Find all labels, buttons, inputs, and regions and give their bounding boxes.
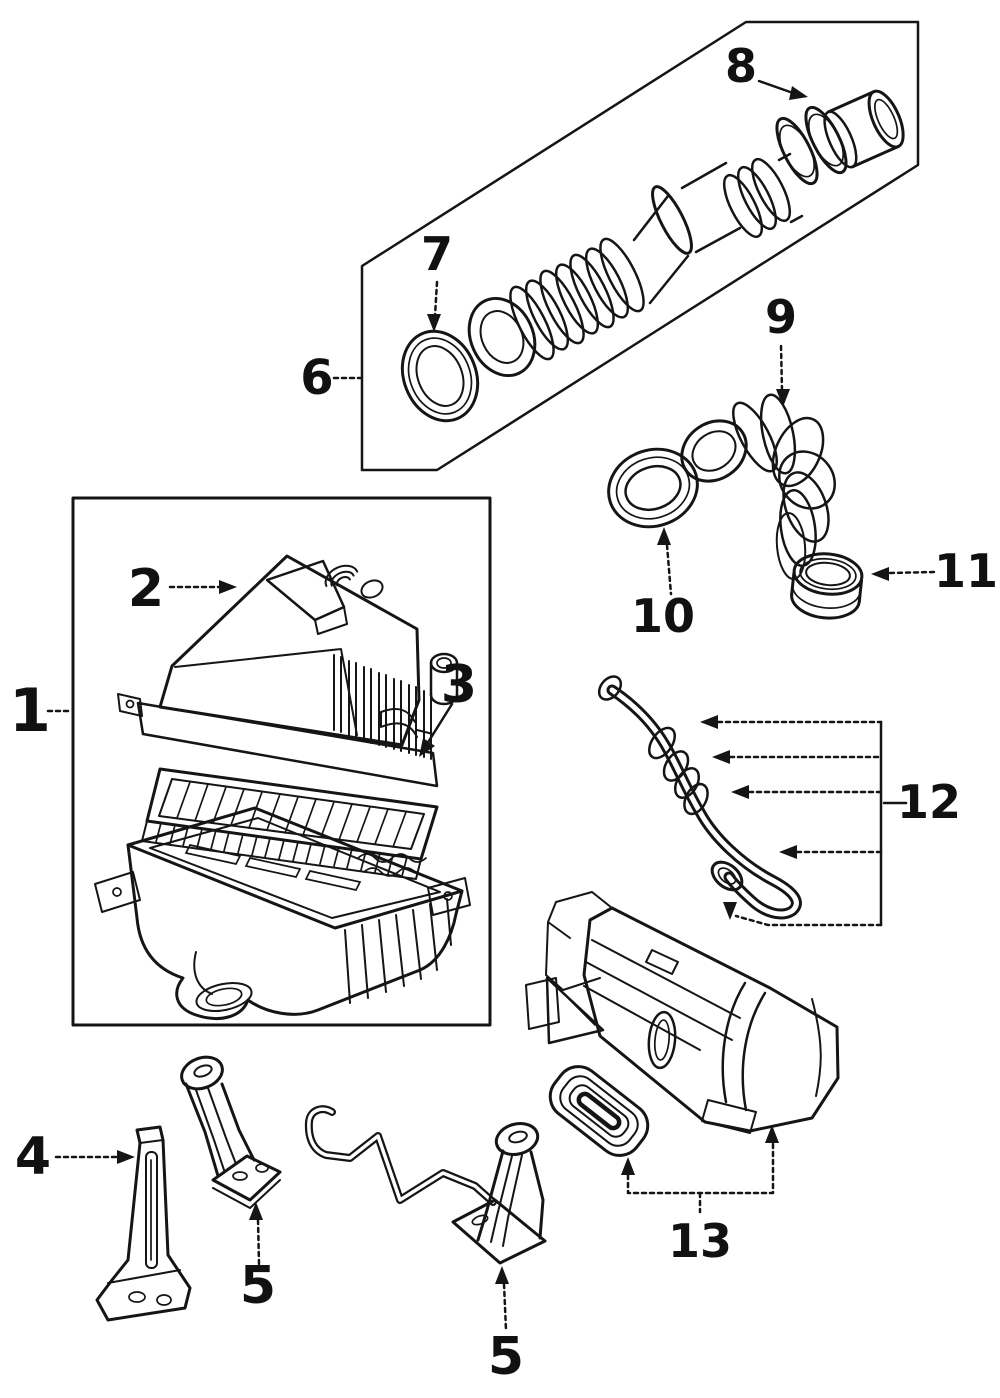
- callout-8: 8: [725, 39, 808, 100]
- callout-2-label: 2: [128, 559, 164, 619]
- callout-12-label: 12: [897, 775, 961, 829]
- seal-ring-10: [607, 447, 699, 529]
- callout-9-line: [779, 344, 784, 392]
- callout-10: 10: [631, 527, 695, 643]
- callout-9-label: 9: [765, 290, 797, 344]
- support-rod: [304, 1105, 497, 1206]
- callout-13-bracket: [626, 1141, 775, 1214]
- callout-4-label: 4: [15, 1127, 51, 1187]
- callout-13-label: 13: [668, 1214, 732, 1268]
- duct-seal-ring-7: [400, 329, 480, 423]
- callout-5b-label: 5: [488, 1327, 524, 1387]
- mounting-bracket-5a: [180, 1055, 282, 1209]
- callout-11: 11: [871, 544, 998, 598]
- callout-4: 4: [15, 1127, 135, 1187]
- callout-8-line: [757, 79, 795, 95]
- callout-2-arrowhead: [219, 580, 237, 594]
- callout-5b: 5: [488, 1266, 524, 1387]
- callout-3-label: 3: [441, 655, 477, 715]
- callout-12: 12: [700, 715, 961, 927]
- housing-ribs: [344, 898, 452, 1004]
- callout-5a-arrowhead: [249, 1202, 263, 1220]
- connector-ring-11: [790, 552, 864, 620]
- callout-9-arrowhead: [776, 389, 790, 407]
- callout-9: 9: [765, 290, 797, 407]
- hose-clamp-8: [775, 105, 848, 186]
- callout-5a-line: [256, 1218, 261, 1266]
- callout-10-line: [665, 543, 673, 596]
- lid-sensor-fitting: [380, 652, 459, 738]
- callout-13: 13: [621, 1125, 779, 1268]
- callout-7-arrowhead: [427, 314, 441, 332]
- callout-5a: 5: [240, 1202, 276, 1316]
- air-cleaner-lid-2: [117, 554, 459, 788]
- breather-hose-12: [597, 675, 802, 920]
- callout-7-line: [433, 280, 439, 318]
- callout-11-label: 11: [934, 544, 998, 598]
- callout-6: 6: [300, 350, 363, 406]
- callout-3-arrowhead: [419, 738, 435, 757]
- air-cleaner-assembly-box: [71, 496, 492, 1027]
- callout-11-line: [888, 570, 936, 575]
- callout-10-arrowhead: [657, 527, 671, 545]
- mounting-bracket-5b: [451, 1122, 547, 1265]
- callout-6-label: 6: [300, 350, 333, 406]
- resonator-13: [525, 891, 840, 1134]
- callout-8-label: 8: [725, 39, 757, 93]
- mounting-bracket-4: [95, 1125, 192, 1322]
- callout-1: 1: [9, 676, 74, 746]
- resonator-gasket: [548, 1065, 650, 1157]
- callout-11-arrowhead: [871, 567, 889, 581]
- duct-end-collar: [823, 89, 905, 169]
- intake-duct-hose: [467, 89, 905, 378]
- callout-5b-line: [502, 1282, 508, 1332]
- intake-duct-group-box: [360, 20, 920, 472]
- callout-7-label: 7: [421, 227, 453, 281]
- callout-7: 7: [421, 227, 453, 332]
- callout-5a-label: 5: [240, 1256, 276, 1316]
- callout-8-arrowhead: [789, 86, 808, 100]
- callout-5b-arrowhead: [495, 1266, 509, 1284]
- callout-4-arrowhead: [117, 1150, 135, 1164]
- callout-2: 2: [128, 559, 237, 619]
- air-cleaner-housing: [94, 806, 471, 1020]
- callout-3-line: [425, 702, 454, 746]
- callout-10-label: 10: [631, 589, 695, 643]
- callout-1-label: 1: [9, 676, 51, 746]
- resonator-ribs: [583, 939, 741, 1051]
- callout-3: 3: [419, 655, 477, 757]
